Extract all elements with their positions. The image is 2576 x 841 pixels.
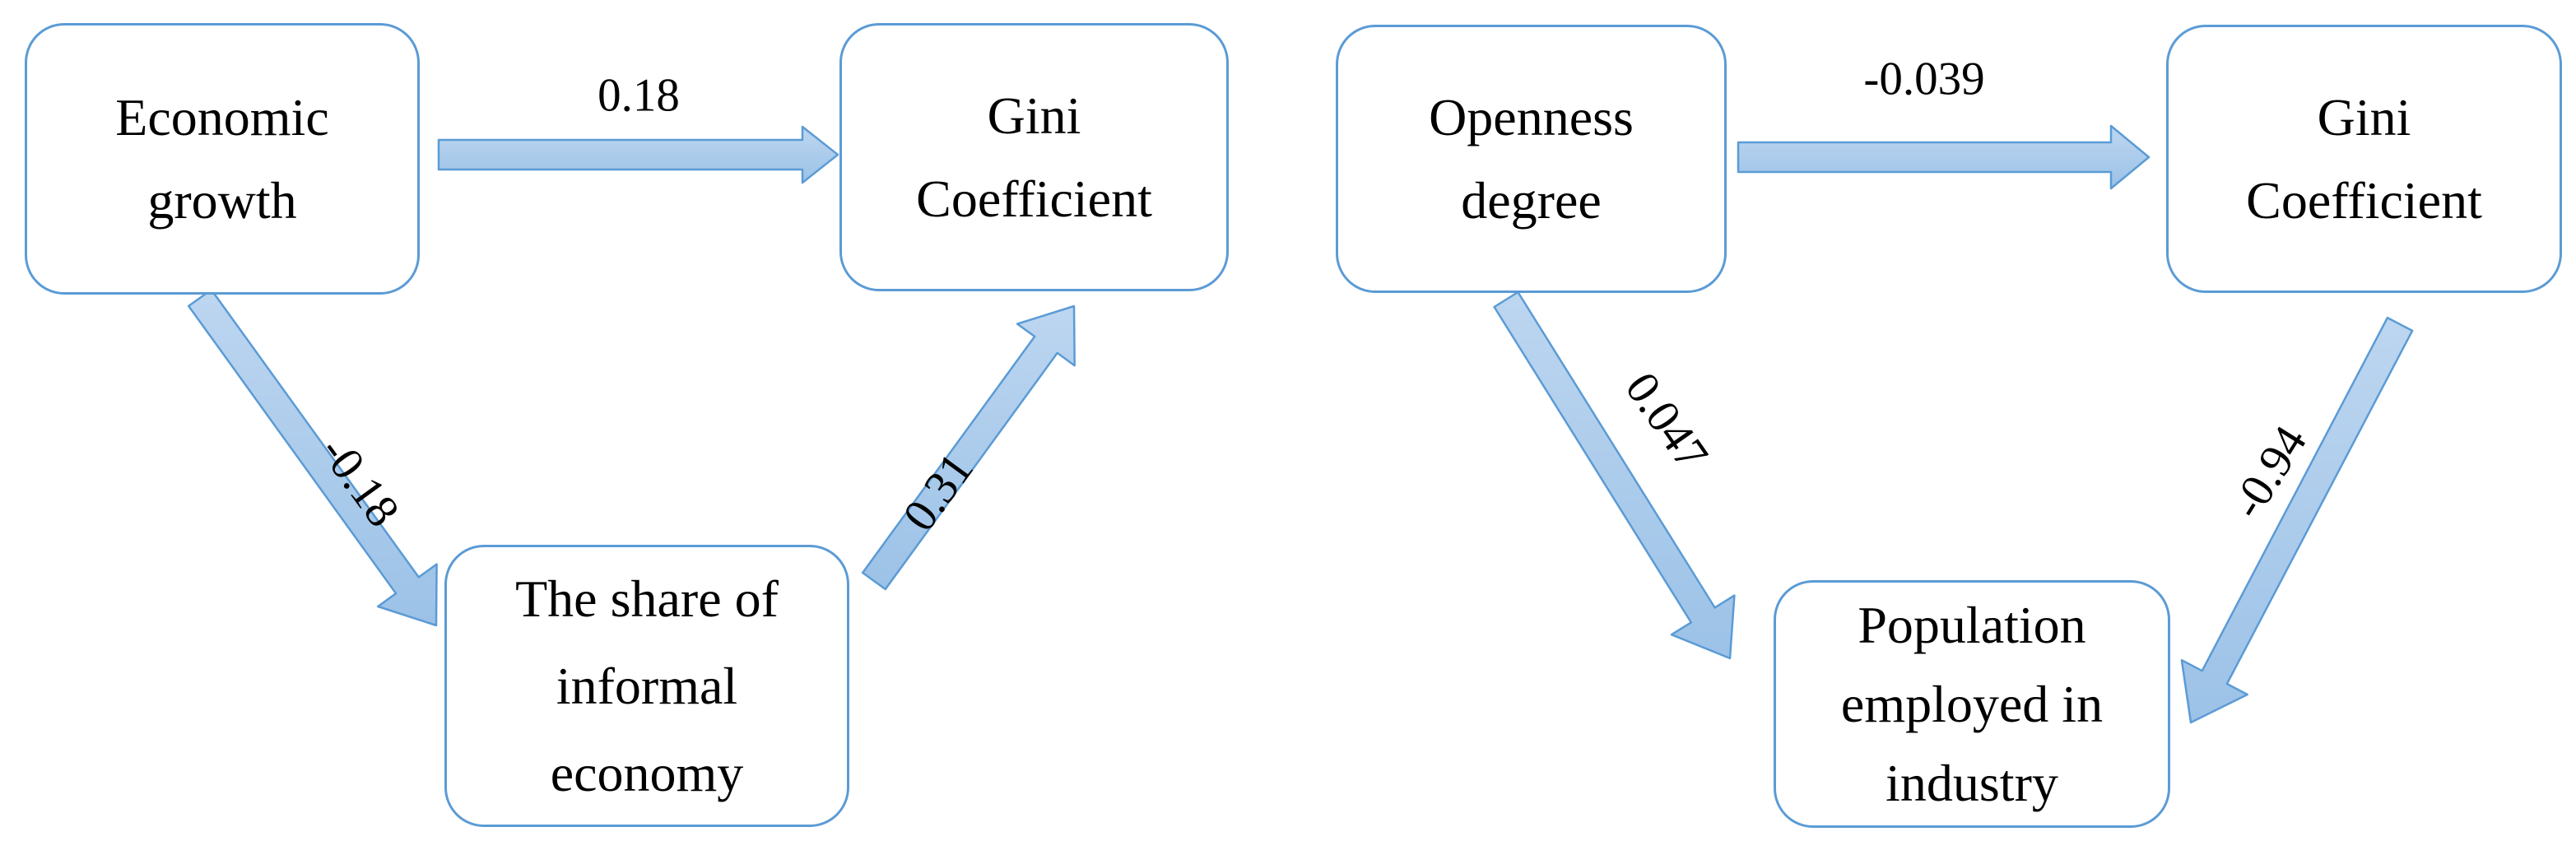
- node-economic-growth: Economic growth: [25, 23, 420, 295]
- node-label-line: Coefficient: [2246, 171, 2482, 230]
- node-openness-degree: Openness degree: [1336, 25, 1727, 293]
- node-label-line: Gini: [987, 86, 1081, 145]
- node-label-line: employed in: [1840, 674, 2104, 733]
- arrow-openness-degree-to-gini-icon: [1737, 124, 2151, 190]
- node-gini-coefficient-left: Gini Coefficient: [839, 23, 1229, 291]
- node-label-line: economy: [550, 743, 744, 802]
- node-label-line: Population: [1858, 595, 2086, 654]
- node-industry-population: Population employed in industry: [1774, 580, 2170, 828]
- node-informal-economy: The share of informal economy: [444, 545, 849, 827]
- arrow-gini-to-industry-icon: [2180, 316, 2414, 724]
- node-label-line: Economic: [115, 88, 329, 146]
- node-label-line: industry: [1886, 753, 2058, 812]
- node-gini-coefficient-right: Gini Coefficient: [2166, 25, 2562, 293]
- node-label-line: growth: [147, 171, 297, 230]
- arrow-economic-growth-to-informal-economy-icon: [187, 288, 438, 627]
- node-label-line: Coefficient: [916, 170, 1152, 228]
- arrow-economic-growth-to-gini-icon: [437, 125, 839, 184]
- node-label-line: informal: [556, 656, 738, 715]
- arrow-informal-economy-to-gini-icon: [861, 304, 1076, 591]
- edge-label-openness-gini: -0.039: [1863, 53, 1985, 105]
- node-label-line: Openness: [1429, 88, 1634, 146]
- node-label-line: degree: [1461, 171, 1602, 230]
- edge-label-growth-gini: 0.18: [598, 69, 680, 122]
- arrow-openness-degree-to-industry-icon: [1493, 290, 1736, 660]
- node-label-line: Gini: [2317, 88, 2411, 146]
- node-label-line: The share of: [515, 569, 779, 628]
